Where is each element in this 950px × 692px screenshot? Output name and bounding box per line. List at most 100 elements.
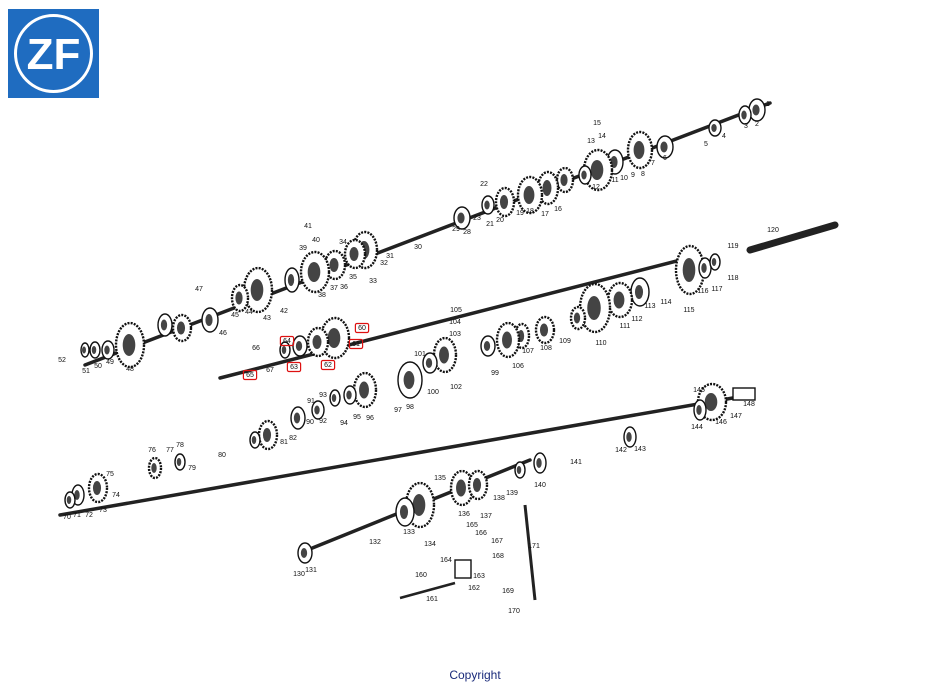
part-label-text-116: 116 xyxy=(697,288,708,295)
highlight-box-62 xyxy=(320,359,336,371)
part-label-49: 49 xyxy=(106,359,114,366)
part-label-2: 2 xyxy=(755,121,759,128)
part-label-119: 119 xyxy=(727,243,738,250)
part-label-text-135: 135 xyxy=(434,475,446,482)
part-label-64: 64 xyxy=(279,335,295,347)
logo-text: ZF xyxy=(27,30,81,79)
part-label-94: 94 xyxy=(340,420,348,427)
part-label-166: 166 xyxy=(475,530,487,537)
part-label-65: 65 xyxy=(242,369,258,381)
part-label-70: 70 xyxy=(63,514,71,521)
part-label-text-99: 99 xyxy=(491,370,499,377)
part-label-30: 30 xyxy=(414,244,422,251)
part-label-7: 7 xyxy=(651,160,655,167)
part-label-34: 34 xyxy=(339,239,347,246)
part-label-text-90: 90 xyxy=(306,419,314,426)
part-label-text-97: 97 xyxy=(394,407,402,414)
part-label-text-22: 22 xyxy=(480,181,488,188)
gear-64 xyxy=(533,452,547,474)
part-label-4: 4 xyxy=(722,133,726,140)
part-label-text-79: 79 xyxy=(188,465,196,472)
part-label-116: 116 xyxy=(697,288,708,295)
part-label-text-93: 93 xyxy=(319,392,327,399)
copyright-text: Copyright xyxy=(449,668,501,682)
part-label-16: 16 xyxy=(554,206,562,213)
part-label-110: 110 xyxy=(595,340,606,347)
part-label-text-28: 28 xyxy=(463,229,471,236)
part-label-10: 10 xyxy=(620,175,628,182)
part-label-113: 113 xyxy=(644,303,655,310)
gear-39 xyxy=(569,305,587,331)
part-label-text-75: 75 xyxy=(106,471,114,478)
part-label-text-23: 23 xyxy=(473,215,481,222)
part-label-text-169: 169 xyxy=(502,588,514,595)
part-label-text-46: 46 xyxy=(219,330,227,337)
part-label-105: 105 xyxy=(450,307,462,314)
gear-11 xyxy=(516,175,544,215)
part-label-text-163: 163 xyxy=(473,573,485,580)
gear-27 xyxy=(89,341,101,359)
part-label-132: 132 xyxy=(369,539,381,546)
part-label-46: 46 xyxy=(219,330,227,337)
output-flange xyxy=(732,387,756,401)
part-label-text-117: 117 xyxy=(711,286,722,293)
highlight-box-60 xyxy=(354,322,370,334)
part-label-text-18: 18 xyxy=(526,208,534,215)
part-label-text-2: 2 xyxy=(755,121,759,128)
part-label-97: 97 xyxy=(394,407,402,414)
part-label-109: 109 xyxy=(559,338,571,345)
gear-35 xyxy=(709,253,721,271)
part-label-99: 99 xyxy=(491,370,499,377)
part-label-text-147: 147 xyxy=(730,413,742,420)
gear-23 xyxy=(171,313,193,343)
part-label-text-21: 21 xyxy=(486,221,494,228)
part-label-91: 91 xyxy=(307,398,315,405)
part-label-text-52: 52 xyxy=(58,357,66,364)
part-label-52: 52 xyxy=(58,357,66,364)
part-label-5: 5 xyxy=(704,141,708,148)
part-label-92: 92 xyxy=(319,418,327,425)
part-label-text-141: 141 xyxy=(570,459,582,466)
part-label-text-63: 63 xyxy=(290,364,298,371)
part-label-33: 33 xyxy=(369,278,377,285)
part-label-73: 73 xyxy=(99,507,107,514)
part-label-8: 8 xyxy=(641,171,645,178)
part-label-text-109: 109 xyxy=(559,338,571,345)
part-label-text-146: 146 xyxy=(715,419,727,426)
part-label-text-44: 44 xyxy=(245,309,253,316)
part-label-text-66: 66 xyxy=(252,345,260,352)
part-label-text-62: 62 xyxy=(324,362,332,369)
part-label-14: 14 xyxy=(598,133,606,140)
gear-33 xyxy=(674,244,706,296)
part-label-147: 147 xyxy=(730,413,742,420)
part-label-44: 44 xyxy=(245,309,253,316)
part-label-text-104: 104 xyxy=(449,319,461,326)
part-label-93: 93 xyxy=(319,392,327,399)
part-label-169: 169 xyxy=(502,588,514,595)
part-label-145: 145 xyxy=(693,387,705,394)
gear-2 xyxy=(738,105,752,125)
part-label-text-34: 34 xyxy=(339,239,347,246)
gear-67 xyxy=(693,399,707,421)
part-label-20: 20 xyxy=(496,217,504,224)
part-label-22: 22 xyxy=(480,181,488,188)
highlight-box-63 xyxy=(286,361,302,373)
part-label-162: 162 xyxy=(468,585,480,592)
part-label-1: 1 xyxy=(766,101,770,108)
shift-fork-block xyxy=(454,559,472,579)
part-label-text-80: 80 xyxy=(218,452,226,459)
part-label-text-133: 133 xyxy=(403,529,415,536)
part-label-136: 136 xyxy=(458,511,470,518)
part-label-100: 100 xyxy=(427,389,439,396)
part-label-72: 72 xyxy=(85,512,93,519)
gear-52 xyxy=(257,419,279,451)
part-label-text-32: 32 xyxy=(380,260,388,267)
part-label-164: 164 xyxy=(440,557,452,564)
part-label-143: 143 xyxy=(634,446,646,453)
part-label-144: 144 xyxy=(691,424,703,431)
part-label-text-142: 142 xyxy=(615,447,627,454)
gear-21 xyxy=(230,283,250,313)
part-label-80: 80 xyxy=(218,452,226,459)
part-label-13: 13 xyxy=(587,138,595,145)
